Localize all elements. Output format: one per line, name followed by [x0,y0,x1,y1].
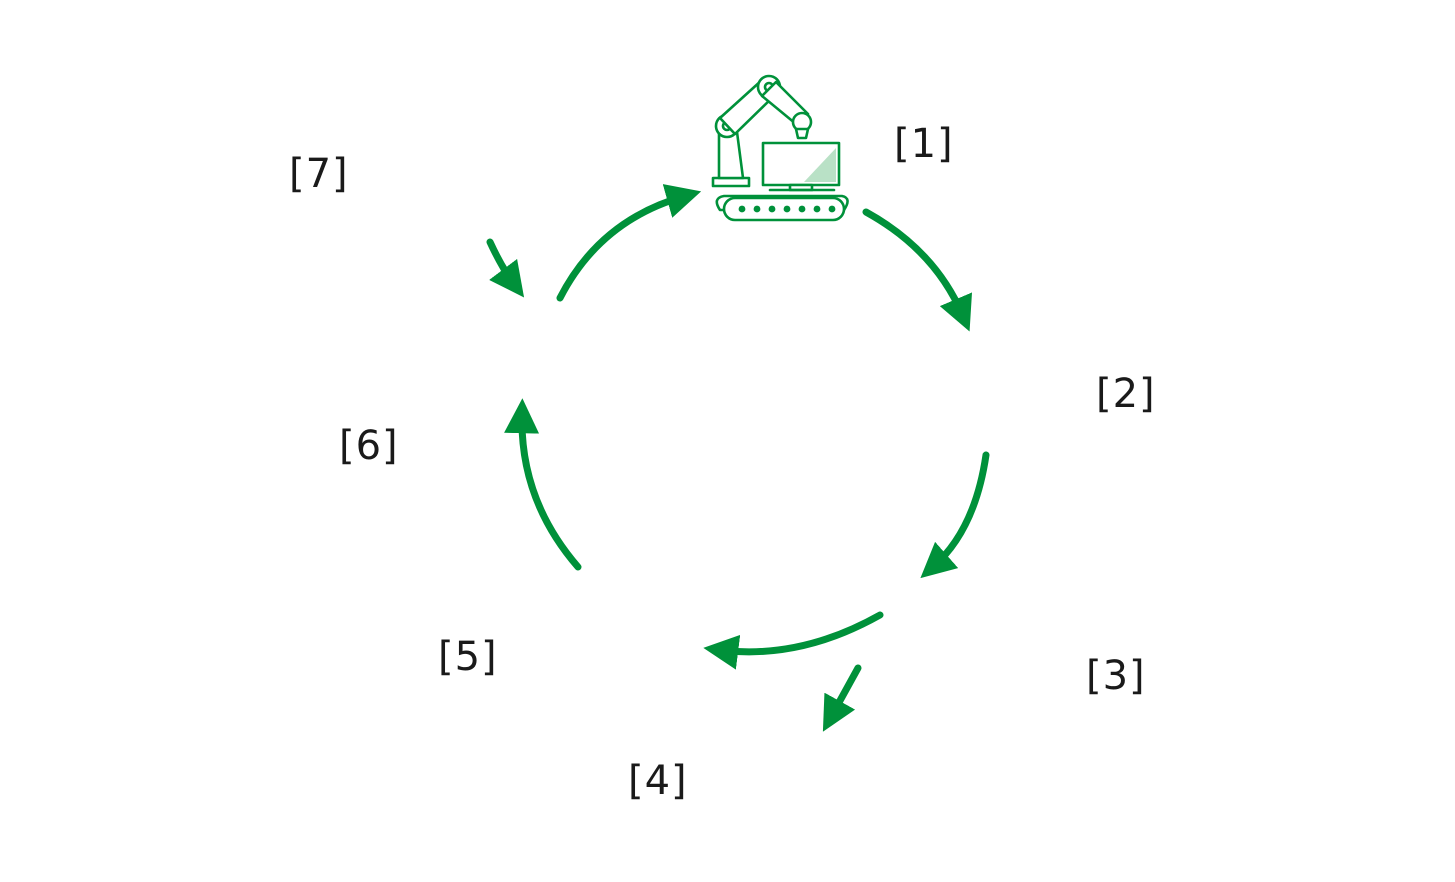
arrow-2-to-3 [920,451,990,579]
arrow-1-to-2 [862,208,972,332]
step-label-1: [1] [894,121,954,167]
step-label-4: [4] [628,758,688,804]
arrow-7-to-6 [486,238,525,298]
step-label-6: [6] [339,423,399,469]
arrow-5-to-6 [504,398,582,571]
step-label-5: [5] [438,634,498,680]
arrow-3-to-5 [703,611,884,670]
step-label-2: [2] [1096,371,1156,417]
step-label-3: [3] [1086,653,1146,699]
arrow-3-to-4 [822,664,862,732]
robot-arm-manufacturing-icon [711,74,849,222]
arrow-6-to-1 [556,184,702,302]
step-label-7: [7] [289,151,349,197]
